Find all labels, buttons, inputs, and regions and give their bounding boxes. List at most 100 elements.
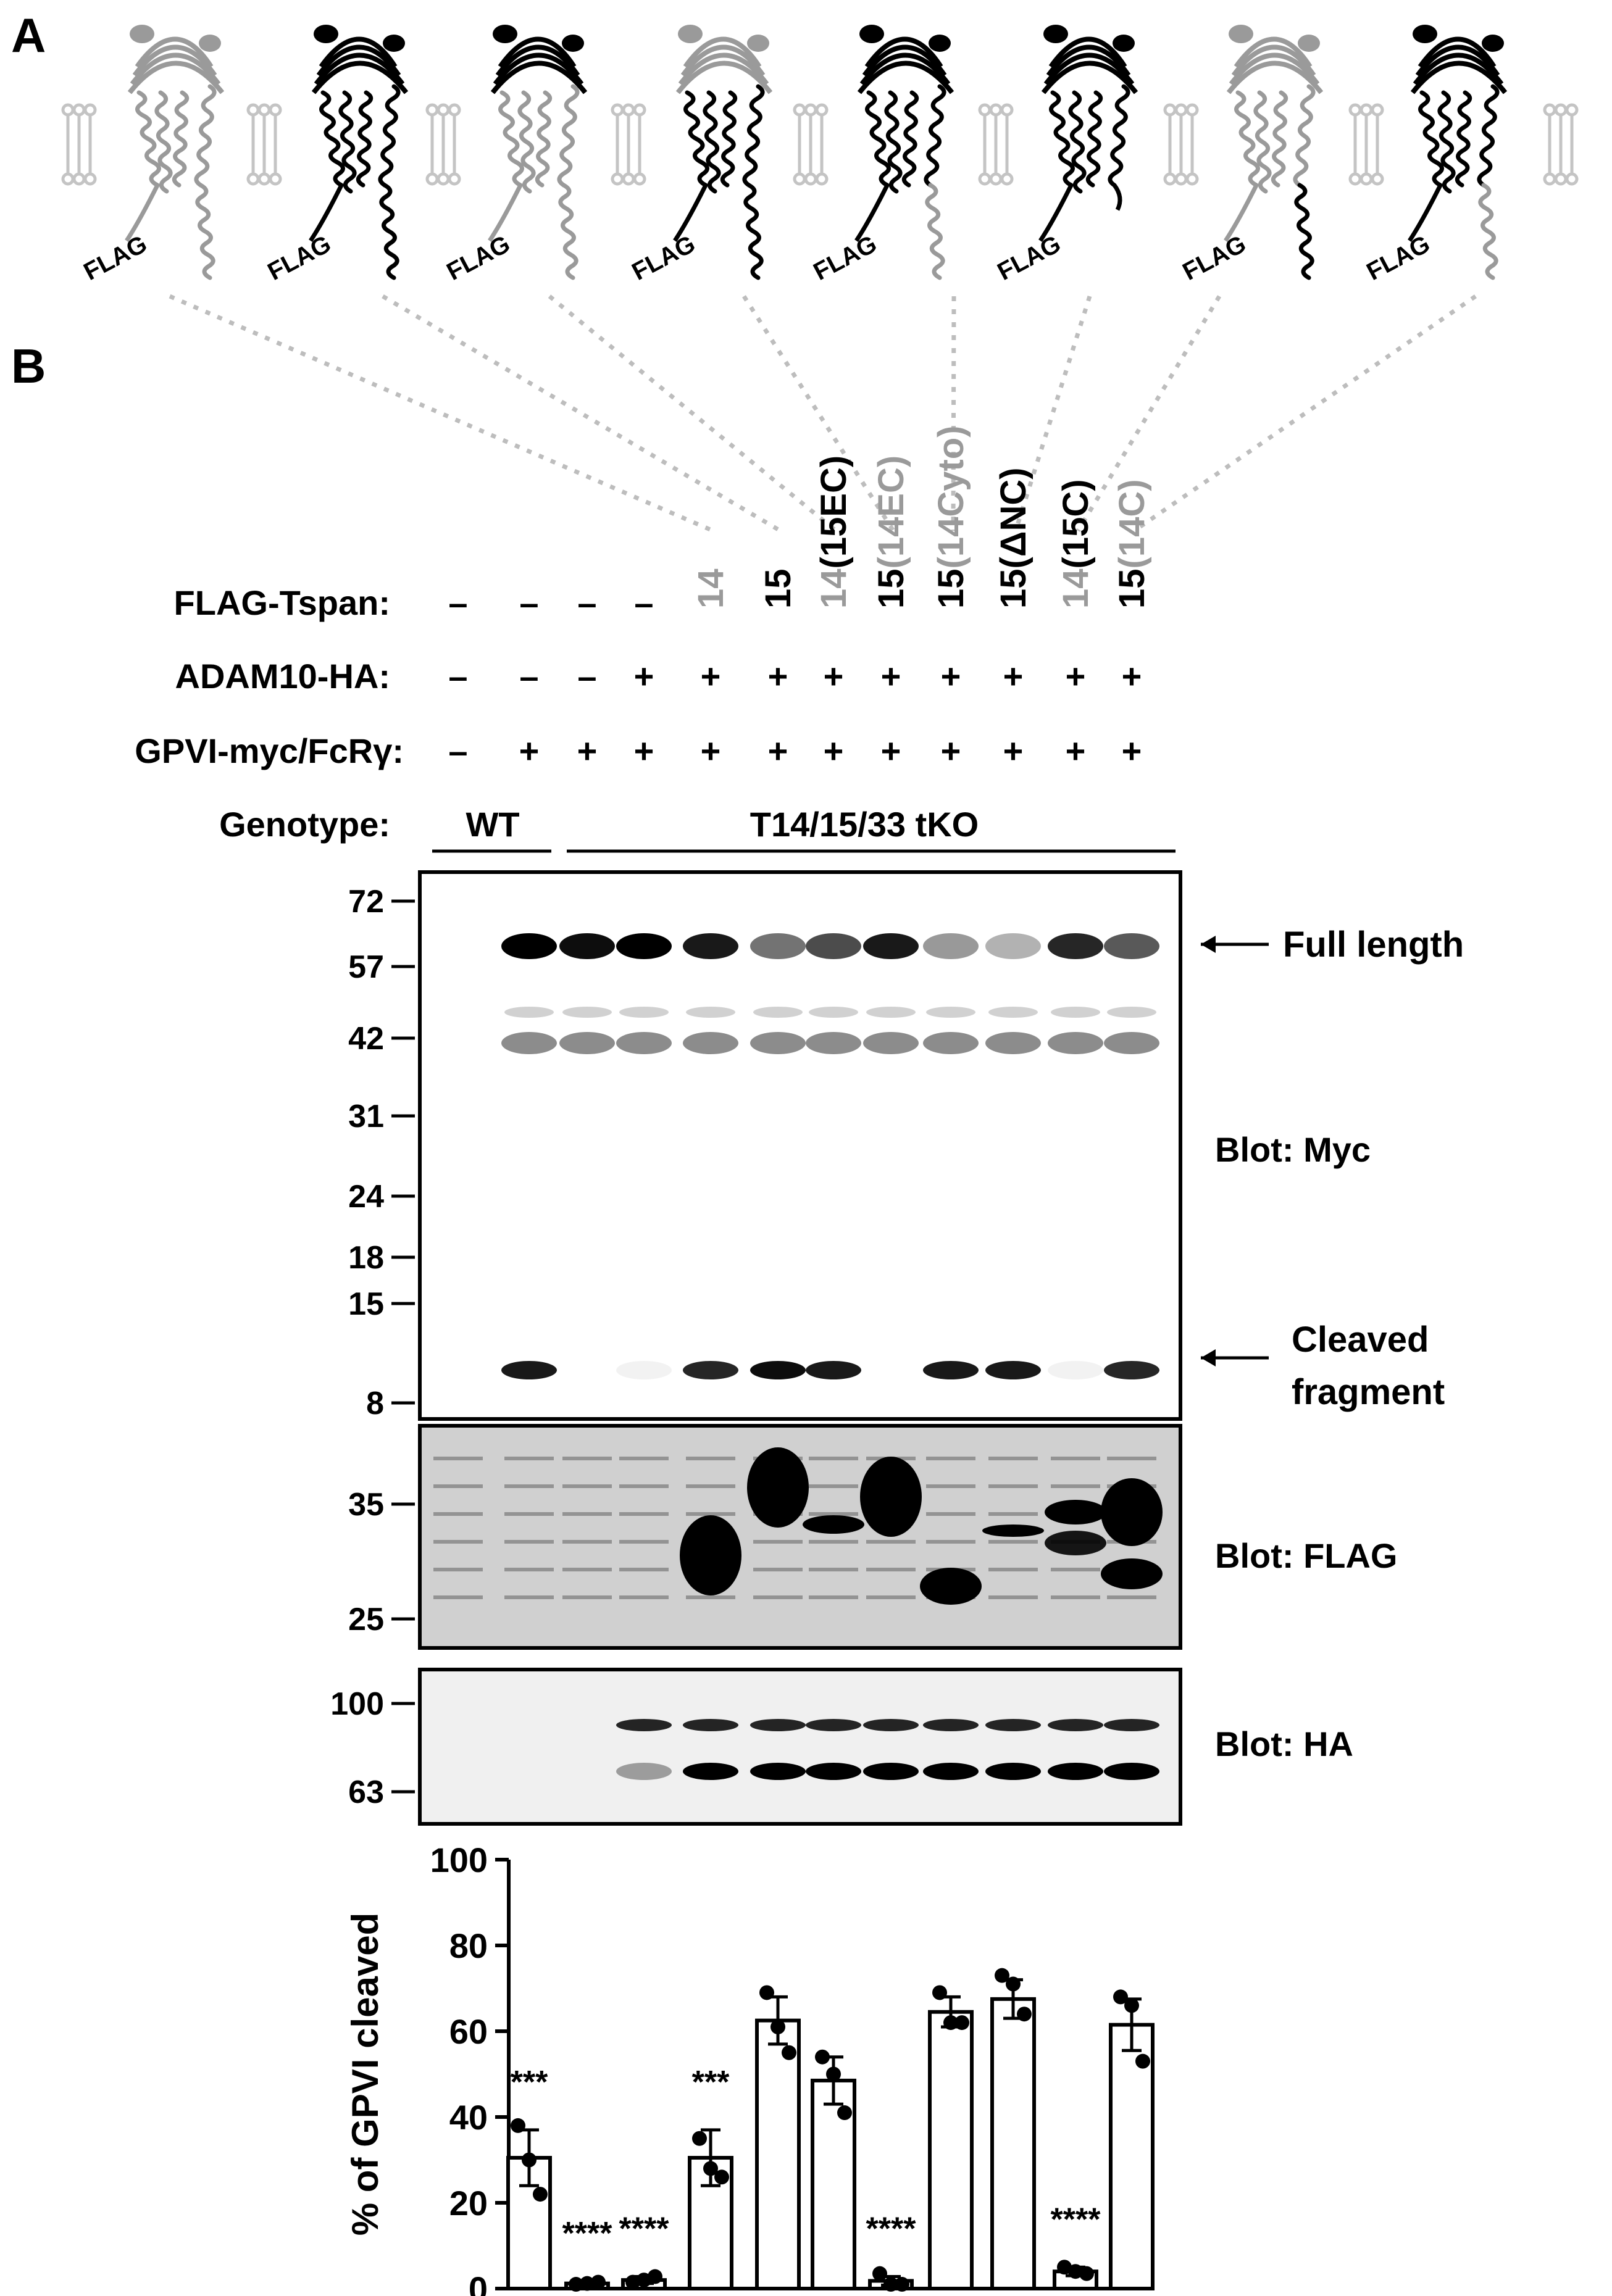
band [863,1763,919,1780]
data-point [714,2169,729,2185]
lipid-head [804,103,817,117]
background-band [504,1512,554,1516]
background-band [433,1540,483,1544]
myc-marker: 18 [348,1240,384,1276]
background-band [619,1540,669,1544]
band [988,1007,1038,1018]
flag-label: FLAG [628,230,700,286]
construct-label: 15(14Cyto) [931,425,971,609]
background-band [753,1595,803,1599]
ec-loop [1229,52,1320,86]
tm-helix [319,90,345,188]
gpvi-sign: + [941,731,961,770]
lipid-head [1185,172,1199,186]
lipid-head [1000,172,1014,186]
ec-loop [1043,52,1135,86]
band [982,1524,1044,1537]
glycan-head [1043,25,1068,43]
lipid-head [269,172,282,186]
lipid-head [611,172,624,186]
background-band [866,1568,916,1571]
myc-marker: 57 [348,949,384,985]
data-point [759,1985,774,2000]
tm-helix [1234,90,1260,188]
significance-label: **** [1051,2202,1101,2237]
data-point [771,2019,785,2035]
band [750,1719,806,1731]
tm-helix [865,90,891,188]
background-band [433,1484,483,1488]
glycan-head [1482,35,1504,52]
band [985,1719,1041,1731]
band [860,1457,922,1537]
background-band [504,1595,554,1599]
data-point [837,2105,852,2121]
lipid-head [1359,103,1373,117]
flag-tspan-sign: – [519,583,538,622]
tm-helix [338,90,357,194]
lipid-head [246,103,260,117]
band [1101,1478,1163,1546]
data-point [692,2131,707,2146]
gpvi-sign: + [701,731,721,770]
ec-loop [678,52,769,86]
band [559,933,615,959]
background-band [753,1568,803,1571]
y-tick-label: 40 [449,2098,488,2137]
lipid-head [61,103,75,117]
c-terminus [558,183,578,280]
tm-helix [517,90,536,194]
glycan-head [678,25,703,43]
adam10-sign: – [448,657,467,696]
lipid-head [1543,172,1556,186]
background-band [866,1540,916,1544]
cleaved-arrowhead [1201,1349,1216,1366]
band [504,1007,554,1018]
flag-label: FLAG [1179,230,1251,286]
tm-helix [742,84,765,188]
genotype-wt: WT [466,805,519,844]
n-terminus [1224,184,1259,242]
y-axis-label: % of GPVI cleaved [345,1913,386,2236]
flag-label: FLAG [80,230,152,286]
background-band [562,1457,612,1460]
flag-label: FLAG [993,230,1066,286]
ec-loop [1410,60,1508,94]
c-terminus [1478,183,1498,280]
data-point [1079,2266,1094,2281]
background-band [619,1457,669,1460]
tm-helix [378,84,401,188]
ec-loop [130,52,221,86]
connector-line [382,294,782,533]
background-band [504,1568,554,1571]
background-band [809,1457,858,1460]
tm-helix [172,90,190,188]
band [1045,1500,1106,1524]
bar [755,2018,801,2290]
band [1104,1763,1159,1780]
band [806,1719,861,1731]
band [616,1719,672,1731]
lipid-head [436,172,450,186]
background-band [504,1540,554,1544]
myc-marker: 42 [348,1021,384,1057]
tm-helix [1437,90,1456,194]
c-terminus [925,183,945,280]
ec-loop [683,36,762,69]
tspan-topology: FLAG [993,25,1138,286]
background-band [433,1568,483,1571]
lipid-head [269,103,282,117]
ec-loop [857,60,954,94]
ec-loop [311,60,409,94]
gpvi-sign: + [1122,731,1142,770]
ec-loop [680,44,766,77]
background-band [433,1457,483,1460]
tm-helix [1108,84,1130,188]
ec-loop [319,36,398,69]
lipid-head [989,172,1003,186]
lipid-head [633,172,646,186]
connector-line [1013,295,1092,532]
background-band [686,1512,735,1516]
band [1048,1361,1103,1379]
y-tick-label: 80 [449,1926,488,1965]
